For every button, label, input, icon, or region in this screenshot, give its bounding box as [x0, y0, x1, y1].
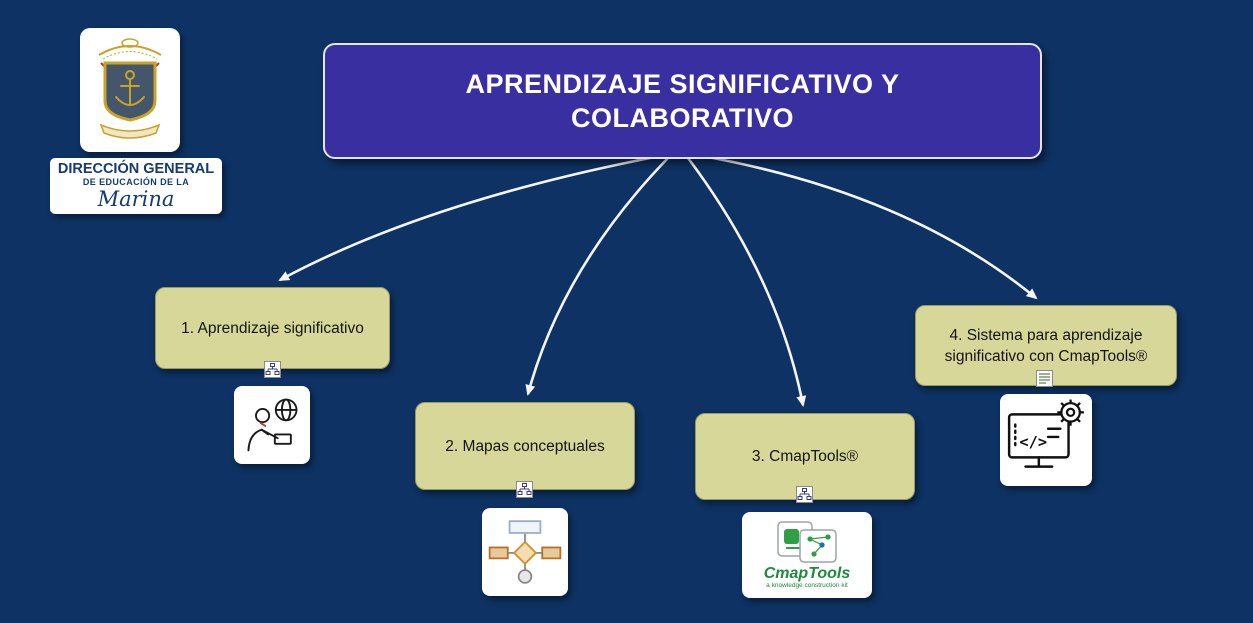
- concept-node-1[interactable]: 1. Aprendizaje significativo: [155, 287, 390, 369]
- cmaptools-logo-graphic: [777, 521, 837, 563]
- concept-node-2-label: 2. Mapas conceptuales: [445, 437, 605, 455]
- concept-node-2[interactable]: 2. Mapas conceptuales: [415, 402, 635, 490]
- cmaptools-logo: CmapTools a knowledge construction kit: [742, 512, 872, 598]
- sitemap-icon[interactable]: [796, 486, 813, 503]
- org-name-line1: DIRECCIÓN GENERAL: [57, 161, 215, 177]
- cmaptools-logo-tagline: a knowledge construction kit: [766, 582, 848, 589]
- sitemap-icon[interactable]: [264, 361, 281, 378]
- concept-node-1-label: 1. Aprendizaje significativo: [181, 319, 364, 337]
- org-name-line2: DE EDUCACIÓN DE LA: [82, 177, 190, 187]
- person-with-globe-illustration: [234, 386, 310, 464]
- root-concept-node[interactable]: APRENDIZAJE SIGNIFICATIVO Y COLABORATIVO: [323, 43, 1042, 159]
- coat-of-arms-graphic: [98, 38, 162, 139]
- arrow-to-node-2: [525, 157, 669, 396]
- document-icon[interactable]: [1036, 370, 1053, 387]
- concept-node-3-label: 3. CmapTools®: [751, 448, 859, 465]
- concept-node-3[interactable]: 3. CmapTools®: [695, 413, 915, 500]
- cmaptools-logo-name: CmapTools: [763, 565, 851, 582]
- navy-coat-of-arms: [80, 28, 180, 152]
- organization-name-plate: DIRECCIÓN GENERAL DE EDUCACIÓN DE LA Mar…: [50, 158, 222, 214]
- svg-text:</>: </>: [1019, 433, 1047, 451]
- sitemap-icon[interactable]: [516, 481, 533, 498]
- root-concept-label: APRENDIZAJE SIGNIFICATIVO Y COLABORATIVO: [465, 69, 900, 133]
- org-name-line3: Marina: [97, 187, 175, 211]
- flowchart-illustration: [482, 508, 568, 596]
- computer-code-gear-illustration: </>: [1000, 394, 1092, 486]
- concept-node-4-label: 4. Sistema para aprendizaje significativ…: [944, 326, 1148, 365]
- arrow-to-node-4: [701, 154, 1038, 300]
- arrow-to-node-3: [686, 157, 807, 407]
- arrow-to-node-1: [278, 155, 656, 282]
